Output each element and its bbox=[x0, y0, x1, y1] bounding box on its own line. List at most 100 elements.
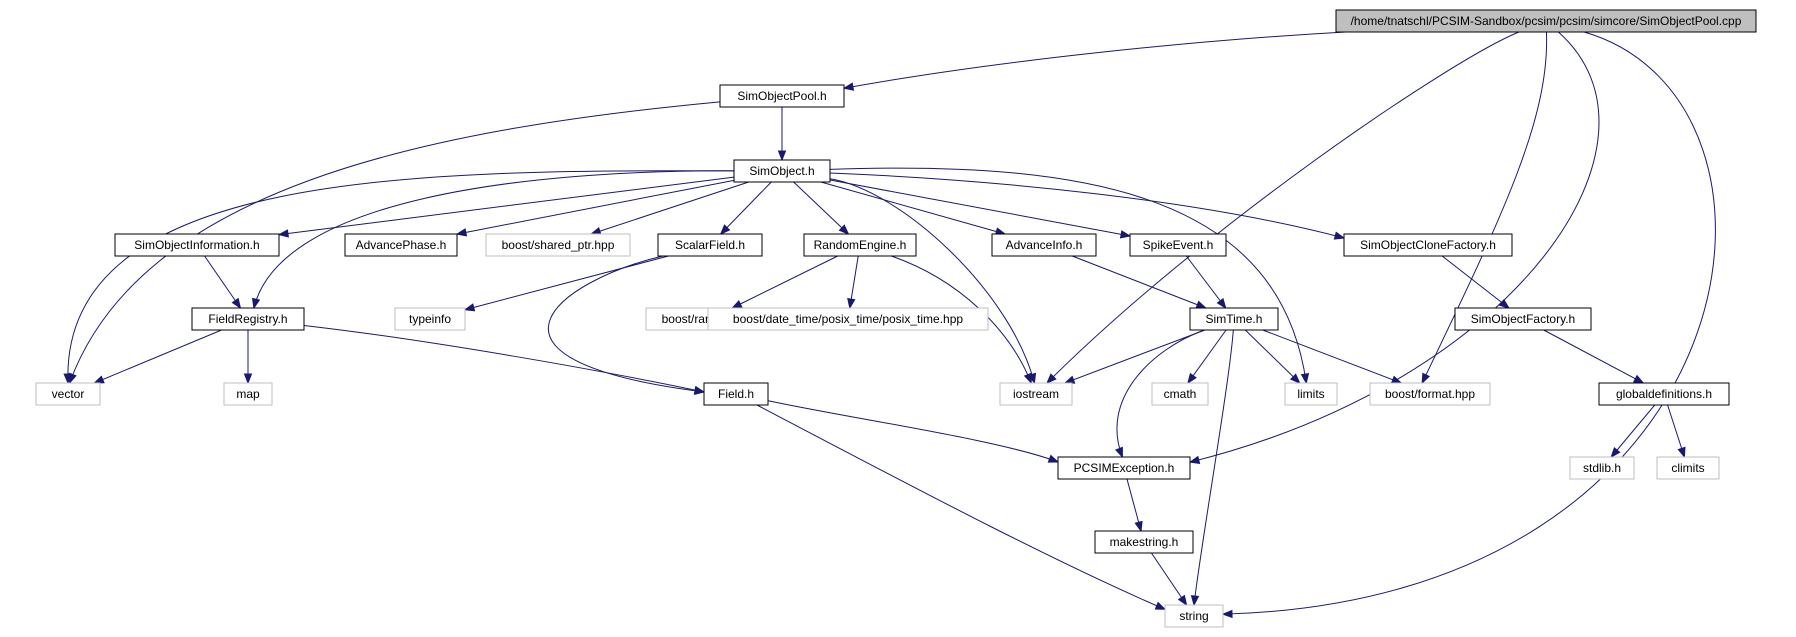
edge-root-to-exception bbox=[1189, 31, 1600, 463]
node-posix: boost/date_time/posix_time/posix_time.hp… bbox=[707, 307, 989, 331]
edge-factory-to-globaldef bbox=[1543, 329, 1644, 384]
node-simobj[interactable]: SimObject.h bbox=[733, 159, 831, 183]
node-root[interactable]: /home/tnatschl/PCSIM-Sandbox/pcsim/pcsim… bbox=[1335, 9, 1757, 33]
edge-info-to-registry bbox=[204, 255, 241, 309]
arrowhead-root-to-pool bbox=[842, 82, 855, 91]
node-label-sharedptr: boost/shared_ptr.hpp bbox=[502, 238, 615, 252]
node-box-vector bbox=[35, 382, 101, 406]
edge-simobj-to-limits bbox=[829, 167, 1307, 384]
node-label-globaldef: globaldefinitions.h bbox=[1616, 387, 1712, 401]
arrowhead-advinfo-to-simtime bbox=[1195, 300, 1208, 309]
node-label-vector: vector bbox=[52, 387, 85, 401]
node-label-info: SimObjectInformation.h bbox=[134, 238, 259, 252]
node-advinfo[interactable]: AdvanceInfo.h bbox=[991, 233, 1097, 257]
node-info[interactable]: SimObjectInformation.h bbox=[114, 233, 280, 257]
edge-simobj-to-info bbox=[278, 176, 735, 236]
arrowhead-scalar-to-typeinfo bbox=[463, 303, 476, 312]
node-map: map bbox=[223, 382, 273, 406]
arrowhead-factory-to-globaldef bbox=[1632, 374, 1645, 384]
arrowhead-simobj-to-limits bbox=[1300, 372, 1310, 385]
node-scalar[interactable]: ScalarField.h bbox=[657, 233, 763, 257]
node-box-bformat bbox=[1369, 382, 1491, 406]
node-simtime[interactable]: SimTime.h bbox=[1189, 307, 1279, 331]
node-label-simobj: SimObject.h bbox=[749, 164, 814, 178]
node-clone[interactable]: SimObjectCloneFactory.h bbox=[1343, 233, 1513, 257]
arrowhead-simtime-to-cmath bbox=[1187, 372, 1197, 385]
node-globaldef[interactable]: globaldefinitions.h bbox=[1598, 382, 1730, 406]
node-box-simtime bbox=[1189, 307, 1279, 331]
arrowhead-root-to-exception bbox=[1188, 455, 1201, 464]
node-label-exception: PCSIMException.h bbox=[1074, 461, 1175, 475]
edge-scalar-to-typeinfo bbox=[464, 255, 669, 311]
arrowhead-simobj-to-random bbox=[838, 224, 850, 235]
arrowhead-simobj-to-scalar bbox=[719, 224, 731, 235]
edge-root-to-string bbox=[1222, 31, 1716, 615]
node-label-spike: SpikeEvent.h bbox=[1143, 238, 1214, 252]
node-registry[interactable]: FieldRegistry.h bbox=[191, 307, 305, 331]
edge-simtime-to-bformat bbox=[1262, 329, 1402, 384]
node-sharedptr: boost/shared_ptr.hpp bbox=[485, 233, 631, 257]
node-advphase[interactable]: AdvancePhase.h bbox=[344, 233, 458, 257]
node-label-pool: SimObjectPool.h bbox=[737, 89, 826, 103]
arrowhead-random-to-brandom bbox=[731, 300, 743, 309]
arrowhead-registry-to-map bbox=[243, 373, 253, 385]
node-exception[interactable]: PCSIMException.h bbox=[1057, 456, 1191, 480]
edge-root-to-pool bbox=[843, 31, 1346, 89]
edge-simobj-to-advphase bbox=[456, 179, 735, 235]
arrowhead-makestring-to-string bbox=[1177, 594, 1188, 607]
node-makestring[interactable]: makestring.h bbox=[1094, 530, 1194, 554]
edge-simobj-to-sharedptr bbox=[591, 181, 749, 235]
node-random[interactable]: RandomEngine.h bbox=[803, 233, 917, 257]
edge-advinfo-to-simtime bbox=[1072, 255, 1206, 309]
node-box-simobj bbox=[733, 159, 831, 183]
node-box-posix bbox=[707, 307, 989, 331]
node-spike[interactable]: SpikeEvent.h bbox=[1129, 233, 1227, 257]
edge-registry-to-vector bbox=[94, 329, 222, 384]
arrowhead-exception-to-makestring bbox=[1134, 520, 1143, 533]
node-box-advinfo bbox=[991, 233, 1097, 257]
edge-makestring-to-string bbox=[1151, 552, 1187, 606]
node-box-limits bbox=[1284, 382, 1338, 406]
node-label-iostream: iostream bbox=[1013, 387, 1059, 401]
node-field[interactable]: Field.h bbox=[703, 382, 769, 406]
edge-simobj-to-random bbox=[793, 181, 849, 235]
node-climits: climits bbox=[1656, 456, 1720, 480]
arrowhead-root-to-iostream bbox=[1046, 373, 1057, 384]
arrowhead-pool-to-simobj bbox=[777, 150, 787, 162]
node-factory[interactable]: SimObjectFactory.h bbox=[1454, 307, 1592, 331]
edge-simobj-to-scalar bbox=[720, 181, 772, 235]
node-label-limits: limits bbox=[1297, 387, 1324, 401]
node-label-advphase: AdvancePhase.h bbox=[356, 238, 447, 252]
node-iostream: iostream bbox=[999, 382, 1073, 406]
arrowhead-globaldef-to-stdlib bbox=[1610, 447, 1621, 459]
node-box-sharedptr bbox=[485, 233, 631, 257]
arrowhead-root-to-string bbox=[1221, 609, 1233, 619]
nodes-layer: /home/tnatschl/PCSIM-Sandbox/pcsim/pcsim… bbox=[35, 9, 1757, 628]
node-label-random: RandomEngine.h bbox=[814, 238, 907, 252]
edge-simobj-to-vector bbox=[67, 170, 735, 384]
node-label-root: /home/tnatschl/PCSIM-Sandbox/pcsim/pcsim… bbox=[1351, 14, 1742, 28]
edge-scalar-to-field bbox=[548, 255, 705, 393]
node-pool[interactable]: SimObjectPool.h bbox=[719, 84, 845, 108]
edge-root-to-bformat bbox=[1421, 31, 1548, 384]
node-label-stdlib: stdlib.h bbox=[1583, 461, 1621, 475]
node-box-random bbox=[803, 233, 917, 257]
arrowhead-random-to-posix bbox=[847, 297, 856, 310]
arrowhead-simobj-to-clone bbox=[1333, 231, 1346, 240]
edge-simobj-to-clone bbox=[829, 172, 1345, 239]
node-box-string bbox=[1164, 604, 1224, 628]
node-box-iostream bbox=[999, 382, 1073, 406]
node-label-registry: FieldRegistry.h bbox=[208, 312, 287, 326]
node-label-field: Field.h bbox=[718, 387, 754, 401]
edge-field-to-exception bbox=[767, 400, 1059, 463]
arrowhead-simobj-to-advphase bbox=[455, 228, 468, 237]
node-box-field bbox=[703, 382, 769, 406]
node-box-factory bbox=[1454, 307, 1592, 331]
edge-simtime-to-exception bbox=[1116, 329, 1205, 458]
arrowhead-simtime-to-iostream bbox=[1063, 375, 1076, 384]
edge-registry-to-field bbox=[303, 324, 705, 393]
edge-clone-to-factory bbox=[1441, 255, 1510, 309]
node-typeinfo: typeinfo bbox=[394, 307, 466, 331]
node-label-string: string bbox=[1179, 609, 1208, 623]
